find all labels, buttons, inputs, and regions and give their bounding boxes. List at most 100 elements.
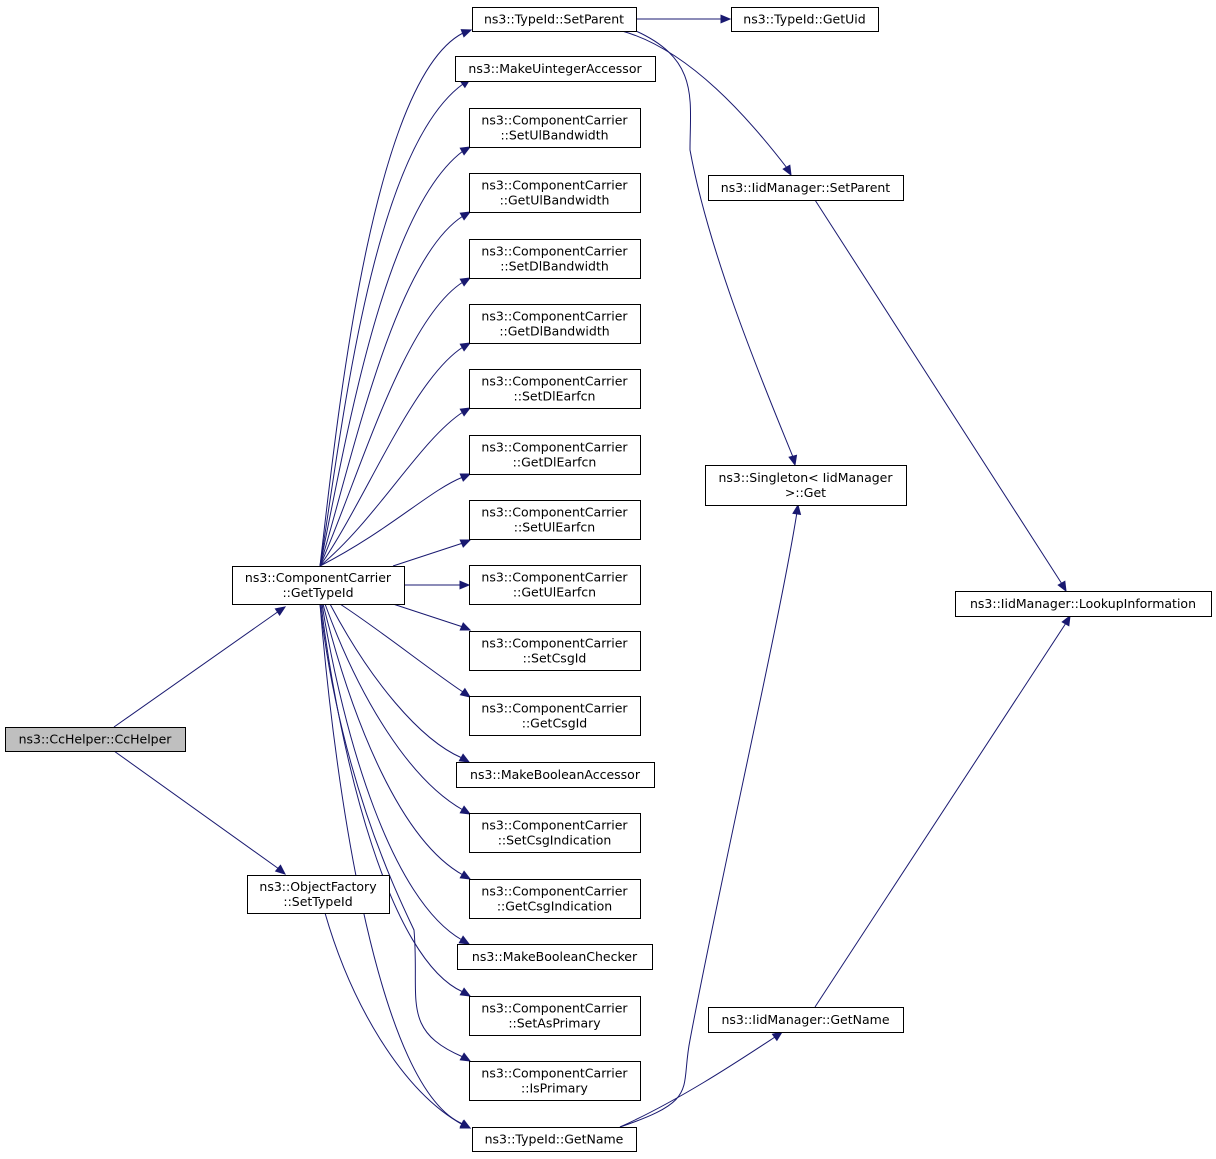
node-cc_isprimary[interactable]: ns3::ComponentCarrier::IsPrimary (469, 1061, 641, 1101)
node-label: ::GetDlBandwidth (499, 324, 609, 339)
edge-line (322, 603, 464, 876)
node-box (469, 108, 641, 148)
node-cc_getcsgind[interactable]: ns3::ComponentCarrier::GetCsgIndication (469, 879, 641, 919)
node-label: ::SetCsgIndication (498, 833, 612, 848)
node-label: ::SetDlBandwidth (500, 259, 609, 274)
edge-line (319, 150, 464, 567)
node-label: ns3::ComponentCarrier (481, 818, 628, 833)
node-singleton_get[interactable]: ns3::Singleton< IidManager >::Get (705, 465, 907, 506)
edge-typeid_setparent-to-iidmgr_setparent (621, 30, 792, 177)
edge-typeid_setparent-to-singleton_get (635, 30, 798, 467)
node-cc_getcsgid[interactable]: ns3::ComponentCarrier::GetCsgId (469, 696, 641, 736)
edge-line (113, 610, 280, 728)
node-cc_getdlearfcn[interactable]: ns3::ComponentCarrier::GetDlEarfcn (469, 435, 641, 475)
arrowhead (459, 622, 472, 631)
arrowhead (459, 580, 471, 590)
edge-cc_gettypeid-to-cc_setcsgid (392, 603, 472, 631)
node-box (5, 727, 186, 752)
node-cc_setasprimary[interactable]: ns3::ComponentCarrier::SetAsPrimary (469, 996, 641, 1036)
node-label: ::GetUlBandwidth (500, 193, 610, 208)
edge-line (319, 83, 464, 567)
node-cc_setdlearfcn[interactable]: ns3::ComponentCarrier::SetDlEarfcn (469, 369, 641, 409)
edge-cc_gettypeid-to-cc_setulearfcn (392, 539, 472, 567)
node-make_uinteger_accessor[interactable]: ns3::MakeUintegerAccessor (455, 56, 656, 82)
node-cc_gettypeid[interactable]: ns3::ComponentCarrier::GetTypeId (232, 566, 405, 605)
edge-cc_gettypeid-to-typeid_setparent (319, 29, 473, 567)
node-label: ns3::ComponentCarrier (481, 374, 628, 389)
arrowhead (459, 342, 472, 352)
node-objfactory_settypeid[interactable]: ns3::ObjectFactory::SetTypeId (247, 875, 390, 914)
node-label: ns3::ComponentCarrier (481, 884, 628, 899)
node-box (469, 696, 641, 736)
node-label: ns3::ComponentCarrier (481, 701, 628, 716)
node-iidmgr_getname[interactable]: ns3::IidManager::GetName (708, 1007, 904, 1033)
node-label: ns3::MakeBooleanChecker (472, 949, 638, 964)
edge-cc_gettypeid-to-make_uinteger_accessor (319, 78, 472, 567)
edge-line (619, 1036, 776, 1128)
edge-iidmgr_setparent-to-iidmgr_lookup (814, 199, 1067, 593)
node-iidmgr_lookup[interactable]: ns3::IidManager::LookupInformation (955, 591, 1212, 617)
edge-cc_gettypeid-to-cc_setdlearfcn (319, 407, 472, 567)
edge-line (329, 603, 463, 759)
arrowhead (459, 1120, 472, 1129)
arrowhead (459, 805, 472, 815)
arrowhead (1057, 580, 1067, 593)
node-label: ns3::TypeId::GetName (485, 1132, 624, 1147)
node-typeid_setparent[interactable]: ns3::TypeId::SetParent (472, 7, 637, 32)
node-cchelper[interactable]: ns3::CcHelper::CcHelper (5, 727, 186, 752)
edge-line (319, 215, 464, 567)
node-typeid_getname[interactable]: ns3::TypeId::GetName (472, 1127, 637, 1152)
edge-line (319, 603, 464, 1125)
node-box (469, 304, 641, 344)
node-cc_setcsgid[interactable]: ns3::ComponentCarrier::SetCsgId (469, 631, 641, 671)
arrowhead (788, 454, 798, 467)
node-make_boolean_accessor[interactable]: ns3::MakeBooleanAccessor (456, 762, 655, 788)
nodes-layer: ns3::CcHelper::CcHelperns3::ComponentCar… (5, 7, 1212, 1152)
node-box (469, 631, 641, 671)
node-make_boolean_checker[interactable]: ns3::MakeBooleanChecker (457, 944, 653, 970)
arrowhead (459, 870, 472, 880)
node-box (469, 996, 641, 1036)
node-cc_getulearfcn[interactable]: ns3::ComponentCarrier::GetUlEarfcn (469, 565, 641, 605)
node-cc_getulbw[interactable]: ns3::ComponentCarrier::GetUlBandwidth (469, 173, 641, 213)
node-label: ::GetDlEarfcn (513, 455, 597, 470)
node-cc_setcsgind[interactable]: ns3::ComponentCarrier::SetCsgIndication (469, 813, 641, 853)
arrowhead (459, 539, 472, 548)
arrowhead (459, 687, 472, 698)
node-box (469, 565, 641, 605)
node-box (472, 7, 637, 32)
node-label: ns3::ComponentCarrier (481, 570, 628, 585)
edge-line (319, 281, 464, 567)
node-box (247, 875, 390, 914)
arrowhead (459, 987, 472, 997)
node-cc_setulbw[interactable]: ns3::ComponentCarrier::SetUlBandwidth (469, 108, 641, 148)
node-cc_setulearfcn[interactable]: ns3::ComponentCarrier::SetUlEarfcn (469, 500, 641, 540)
edge-objfactory_settypeid-to-typeid_getname (324, 912, 472, 1129)
edge-line (321, 603, 463, 941)
node-box (232, 566, 405, 605)
node-cc_setdlbw[interactable]: ns3::ComponentCarrier::SetDlBandwidth (469, 239, 641, 279)
arrowhead (459, 473, 472, 482)
node-label: ::GetUlEarfcn (513, 585, 596, 600)
node-label: ns3::ComponentCarrier (481, 113, 628, 128)
node-box (469, 500, 641, 540)
node-label: ns3::TypeId::GetUid (743, 12, 865, 27)
node-label: ::SetDlEarfcn (514, 389, 596, 404)
edge-line (621, 30, 788, 169)
node-label: ns3::Singleton< IidManager (718, 470, 893, 485)
edge-cc_gettypeid-to-cc_getcsgid (339, 603, 472, 698)
arrowhead (1061, 614, 1071, 627)
edge-cc_gettypeid-to-cc_getcsgind (322, 603, 472, 880)
node-typeid_getuid[interactable]: ns3::TypeId::GetUid (731, 7, 879, 32)
edge-line (814, 199, 1063, 585)
node-label: ns3::IidManager::GetName (721, 1012, 889, 1027)
node-label: ns3::TypeId::SetParent (484, 12, 624, 27)
node-cc_getdlbw[interactable]: ns3::ComponentCarrier::GetDlBandwidth (469, 304, 641, 344)
node-label: ns3::MakeBooleanAccessor (470, 767, 641, 782)
edge-cc_gettypeid-to-cc_setdlbw (319, 277, 472, 567)
arrowhead (782, 164, 792, 177)
edge-cchelper-to-cc_gettypeid (113, 606, 287, 728)
node-label: ::SetTypeId (283, 894, 352, 909)
node-iidmgr_setparent[interactable]: ns3::IidManager::SetParent (708, 175, 904, 201)
